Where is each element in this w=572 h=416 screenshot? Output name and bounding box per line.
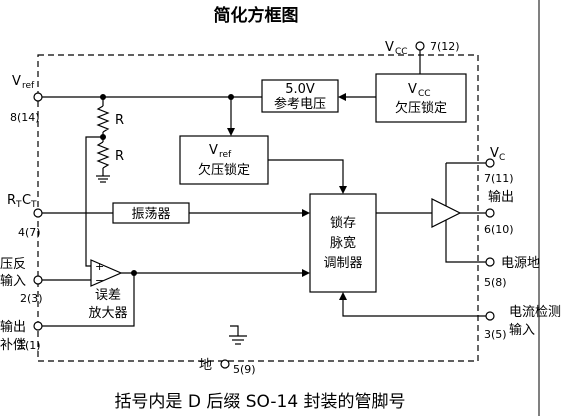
- arrow-into-latch-top: [339, 186, 347, 194]
- svg-text:+: +: [95, 260, 104, 273]
- svg-text:−: −: [95, 274, 104, 287]
- svg-text:地: 地: [199, 358, 212, 373]
- svg-text:电源地: 电源地: [501, 256, 540, 271]
- svg-text:ref: ref: [22, 81, 35, 91]
- resistor-divider: R R: [96, 97, 124, 183]
- svg-text:欠压锁定: 欠压锁定: [395, 100, 447, 116]
- pin-comp-terminal: [33, 321, 43, 331]
- arrow-amp-into-latch: [302, 269, 310, 277]
- resistor-r2-label: R: [115, 149, 124, 164]
- pin-vc: V C 7(11): [484, 146, 514, 185]
- svg-text:C: C: [22, 193, 31, 208]
- pin-rtct: R T C T 4(7): [7, 193, 43, 239]
- arrow-into-ref: [338, 93, 346, 101]
- arrow-osc-into-latch: [302, 209, 310, 217]
- error-amp-triangle: [90, 259, 123, 287]
- pin-vref: V ref 8(14): [10, 74, 43, 124]
- pin-output-number: 6(10): [484, 223, 514, 236]
- wire-amp-to-comp: [42, 273, 135, 327]
- latch-pwm-block: [309, 193, 377, 293]
- pin-feedback-terminal: [33, 275, 43, 285]
- pin-feedback-number: 2(3): [20, 292, 43, 305]
- svg-text:误差: 误差: [95, 288, 121, 303]
- svg-text:V: V: [490, 146, 499, 161]
- svg-text:振荡器: 振荡器: [131, 207, 170, 222]
- reference-block: [261, 79, 339, 113]
- svg-text:参考电压: 参考电压: [274, 96, 326, 112]
- arrow-isense-into-latch: [339, 292, 347, 300]
- diagram-title: 简化方框图: [214, 5, 299, 26]
- svg-text:脉宽: 脉宽: [330, 235, 356, 251]
- svg-text:输出: 输出: [0, 319, 26, 335]
- footer-note: 括号内是 D 后缀 SO-14 封装的管脚号: [114, 392, 405, 412]
- pin-output: 输出 6(10): [484, 189, 514, 236]
- pin-comp-number: 1(1): [18, 339, 41, 352]
- svg-text:C: C: [499, 153, 505, 163]
- pin-vc-number: 7(11): [484, 172, 514, 185]
- resistor-r1-label: R: [115, 113, 124, 128]
- pin-vref-number: 8(14): [10, 111, 40, 124]
- pin-ground: 地 5(9): [199, 358, 256, 376]
- wire-isense-to-latch: [342, 298, 486, 317]
- svg-text:电流检测: 电流检测: [509, 305, 561, 320]
- pin-isense-number: 3(5): [484, 328, 507, 341]
- svg-text:V: V: [385, 40, 394, 55]
- svg-text:输入: 输入: [0, 273, 26, 289]
- ground-symbol: [229, 325, 247, 345]
- svg-text:CC: CC: [395, 47, 408, 57]
- pin-comp: 输出 补偿 1(1): [0, 319, 43, 353]
- pin-ground-number: 5(9): [233, 363, 256, 376]
- pin-pgnd-number: 5(8): [484, 276, 507, 289]
- svg-text:R: R: [7, 193, 16, 208]
- svg-text:输出: 输出: [488, 189, 514, 205]
- pin-rtct-terminal: [33, 208, 43, 218]
- vref-uvlo-block: [179, 135, 269, 185]
- svg-text:放大器: 放大器: [88, 306, 127, 321]
- pin-ground-terminal: [220, 359, 230, 369]
- svg-text:输入: 输入: [509, 322, 535, 338]
- pin-vcc-terminal: [415, 41, 425, 51]
- arrow-into-vref-uvlo: [227, 128, 235, 136]
- svg-text:调制器: 调制器: [323, 256, 362, 271]
- pin-isense-terminal: [485, 311, 495, 321]
- pin-feedback: 压反 输入 2(3): [0, 257, 43, 305]
- svg-text:5.0V: 5.0V: [285, 82, 315, 97]
- pin-rtct-number: 4(7): [18, 226, 41, 239]
- svg-text:V: V: [209, 143, 218, 158]
- svg-text:锁存: 锁存: [330, 215, 356, 231]
- svg-text:ref: ref: [219, 150, 232, 160]
- svg-text:压反: 压反: [0, 257, 26, 272]
- pin-vc-terminal: [485, 158, 495, 168]
- pin-current-sense: 电流检测 输入 3(5): [484, 305, 561, 341]
- wire-divider-to-amp-plus: [85, 136, 103, 267]
- chip-outline: [37, 54, 479, 362]
- vcc-uvlo-block: [375, 73, 467, 123]
- pin-vref-terminal: [33, 92, 43, 102]
- svg-text:补偿: 补偿: [0, 338, 26, 353]
- svg-text:T: T: [30, 200, 37, 210]
- pin-output-terminal: [485, 208, 495, 218]
- wire-vref-uvlo-to-latch: [268, 159, 344, 188]
- svg-text:V: V: [12, 74, 21, 89]
- pin-pgnd-terminal: [485, 257, 495, 267]
- svg-text:欠压锁定: 欠压锁定: [198, 162, 250, 178]
- pin-power-ground: 电源地 5(8): [484, 256, 540, 289]
- svg-text:T: T: [15, 200, 22, 210]
- svg-text:CC: CC: [418, 89, 431, 99]
- pin-vcc-number: 7(12): [430, 40, 460, 53]
- svg-text:V: V: [408, 82, 417, 97]
- wire-driver-to-pgnd: [445, 220, 486, 263]
